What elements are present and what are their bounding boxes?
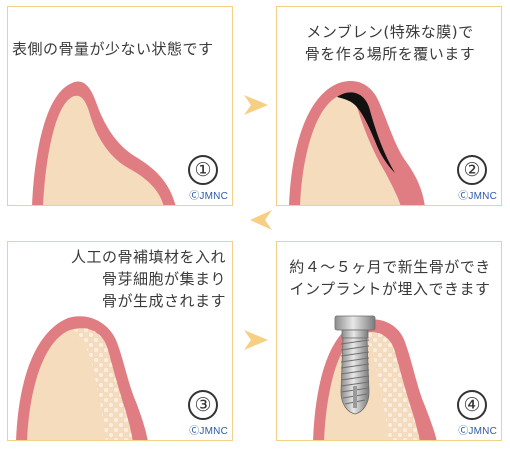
caption-line: 表側の骨量が少ない状態です — [12, 40, 214, 58]
step-number-badge: ③ — [188, 390, 218, 420]
caption-line: 人工の骨補填材を入れ — [70, 248, 226, 266]
copyright-label: ⒸJMNC — [189, 426, 228, 437]
step-number-badge: ② — [457, 155, 487, 185]
gum-bone-illustration-1 — [32, 81, 176, 205]
step-4-caption: 約４～５ヶ月で新生骨ができ インプラントが埋入できます — [277, 256, 501, 300]
step-number-badge: ④ — [457, 390, 487, 420]
bone-graft-illustration — [16, 316, 148, 440]
caption-line: 骨を作る場所を覆います — [304, 45, 476, 63]
copyright-label: ⒸJMNC — [458, 426, 497, 437]
dental-implant — [334, 315, 376, 415]
step-2-caption: メンブレン(特殊な膜)で 骨を作る場所を覆います — [277, 21, 501, 65]
caption-line: インプラントが埋入できます — [289, 280, 491, 298]
step-3-panel: 人工の骨補填材を入れ 骨芽細胞が集まり 骨が生成されます ③ ⒸJMNC — [7, 241, 233, 441]
step-1-caption: 表側の骨量が少ない状態です — [12, 38, 214, 60]
arrow-right-icon — [244, 95, 268, 115]
step-3-caption: 人工の骨補填材を入れ 骨芽細胞が集まり 骨が生成されます — [71, 246, 226, 312]
step-number-badge: ① — [188, 155, 218, 185]
copyright-label: ⒸJMNC — [189, 191, 228, 202]
arrow-right-icon — [244, 330, 268, 350]
caption-line: 骨芽細胞が集まり — [101, 270, 226, 288]
gum-bone-membrane-illustration — [289, 81, 425, 205]
copyright-label: ⒸJMNC — [458, 191, 497, 202]
step-2-panel: メンブレン(特殊な膜)で 骨を作る場所を覆います ② ⒸJMNC — [276, 6, 502, 206]
caption-line: 骨が生成されます — [101, 292, 226, 310]
step-4-panel: 約４～５ヶ月で新生骨ができ インプラントが埋入できます ④ ⒸJMNC — [276, 241, 502, 441]
step-1-panel: 表側の骨量が少ない状態です ① ⒸJMNC — [7, 6, 233, 206]
implant-illustration — [313, 315, 437, 440]
caption-line: メンブレン(特殊な膜)で — [306, 23, 474, 41]
caption-line: 約４～５ヶ月で新生骨ができ — [289, 258, 491, 276]
arrow-left-icon — [250, 210, 272, 230]
